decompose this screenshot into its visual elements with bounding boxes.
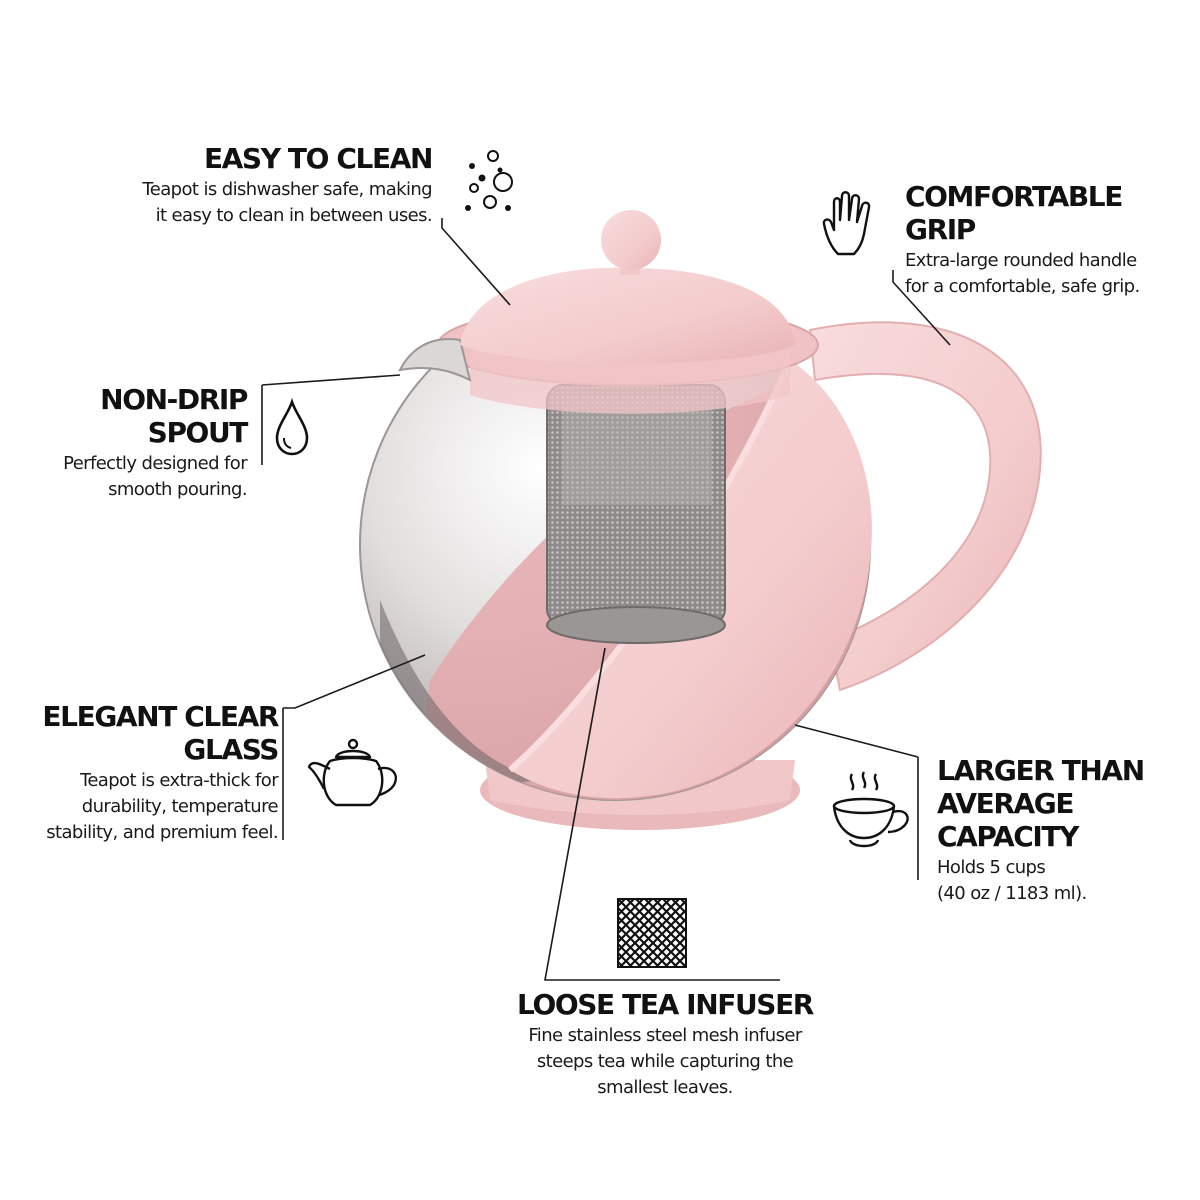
feature-title: NON-DRIP SPOUT — [100, 383, 248, 449]
feature-title: EASY TO CLEAN — [203, 142, 433, 175]
feature-description-line: durability, temperature — [81, 796, 279, 817]
teapot-lid — [460, 267, 795, 364]
feature-description-line: Fine stainless steel mesh infuser — [528, 1025, 802, 1046]
feature-description-line: Holds 5 cups — [937, 857, 1046, 878]
feature-description-line: stability, and premium feel. — [46, 822, 278, 843]
hand-icon — [822, 191, 871, 256]
feature-title: ELEGANT CLEAR — [42, 700, 279, 733]
feature-loose-tea-infuser: LOOSE TEA INFUSER Fine stainless steel m… — [500, 988, 830, 1101]
water-drop-icon — [275, 398, 309, 456]
feature-title: GLASS — [183, 733, 279, 766]
feature-description-line: Teapot is extra-thick for — [79, 770, 279, 791]
feature-description-line: smooth pouring. — [108, 479, 248, 500]
feature-description-line: Perfectly designed for — [63, 453, 248, 474]
feature-title: LOOSE TEA INFUSER — [517, 988, 814, 1021]
feature-easy-to-clean: EASY TO CLEAN Teapot is dishwasher safe,… — [62, 142, 433, 229]
feature-comfortable-grip: COMFORTABLE GRIP Extra-large rounded han… — [905, 180, 1195, 300]
feature-description-line: it easy to clean in between uses. — [155, 205, 433, 226]
feature-description-line: steeps tea while capturing the — [536, 1051, 794, 1072]
feature-description-line: for a comfortable, safe grip. — [905, 276, 1140, 297]
bubbles-icon — [465, 150, 513, 211]
teacup-icon — [832, 771, 909, 848]
feature-description-line: (40 oz / 1183 ml). — [937, 883, 1087, 904]
feature-description-line: Extra-large rounded handle — [905, 250, 1137, 271]
lid-knob — [601, 210, 661, 270]
teapot-icon — [307, 738, 397, 807]
feature-non-drip-spout: NON-DRIP SPOUT Perfectly designed for sm… — [10, 383, 248, 503]
feature-larger-capacity: LARGER THAN AVERAGE CAPACITY Holds 5 cup… — [937, 754, 1199, 907]
feature-title: COMFORTABLE GRIP — [905, 180, 1123, 246]
mesh-icon — [617, 898, 687, 968]
feature-title: AVERAGE CAPACITY — [937, 787, 1079, 853]
glass-spout — [398, 338, 472, 382]
teapot-handle — [808, 321, 1042, 692]
feature-description-line: smallest leaves. — [597, 1077, 733, 1098]
feature-elegant-clear-glass: ELEGANT CLEAR GLASS Teapot is extra-thic… — [10, 700, 279, 846]
feature-title: LARGER THAN — [937, 754, 1145, 787]
feature-description-line: Teapot is dishwasher safe, making — [142, 179, 432, 200]
